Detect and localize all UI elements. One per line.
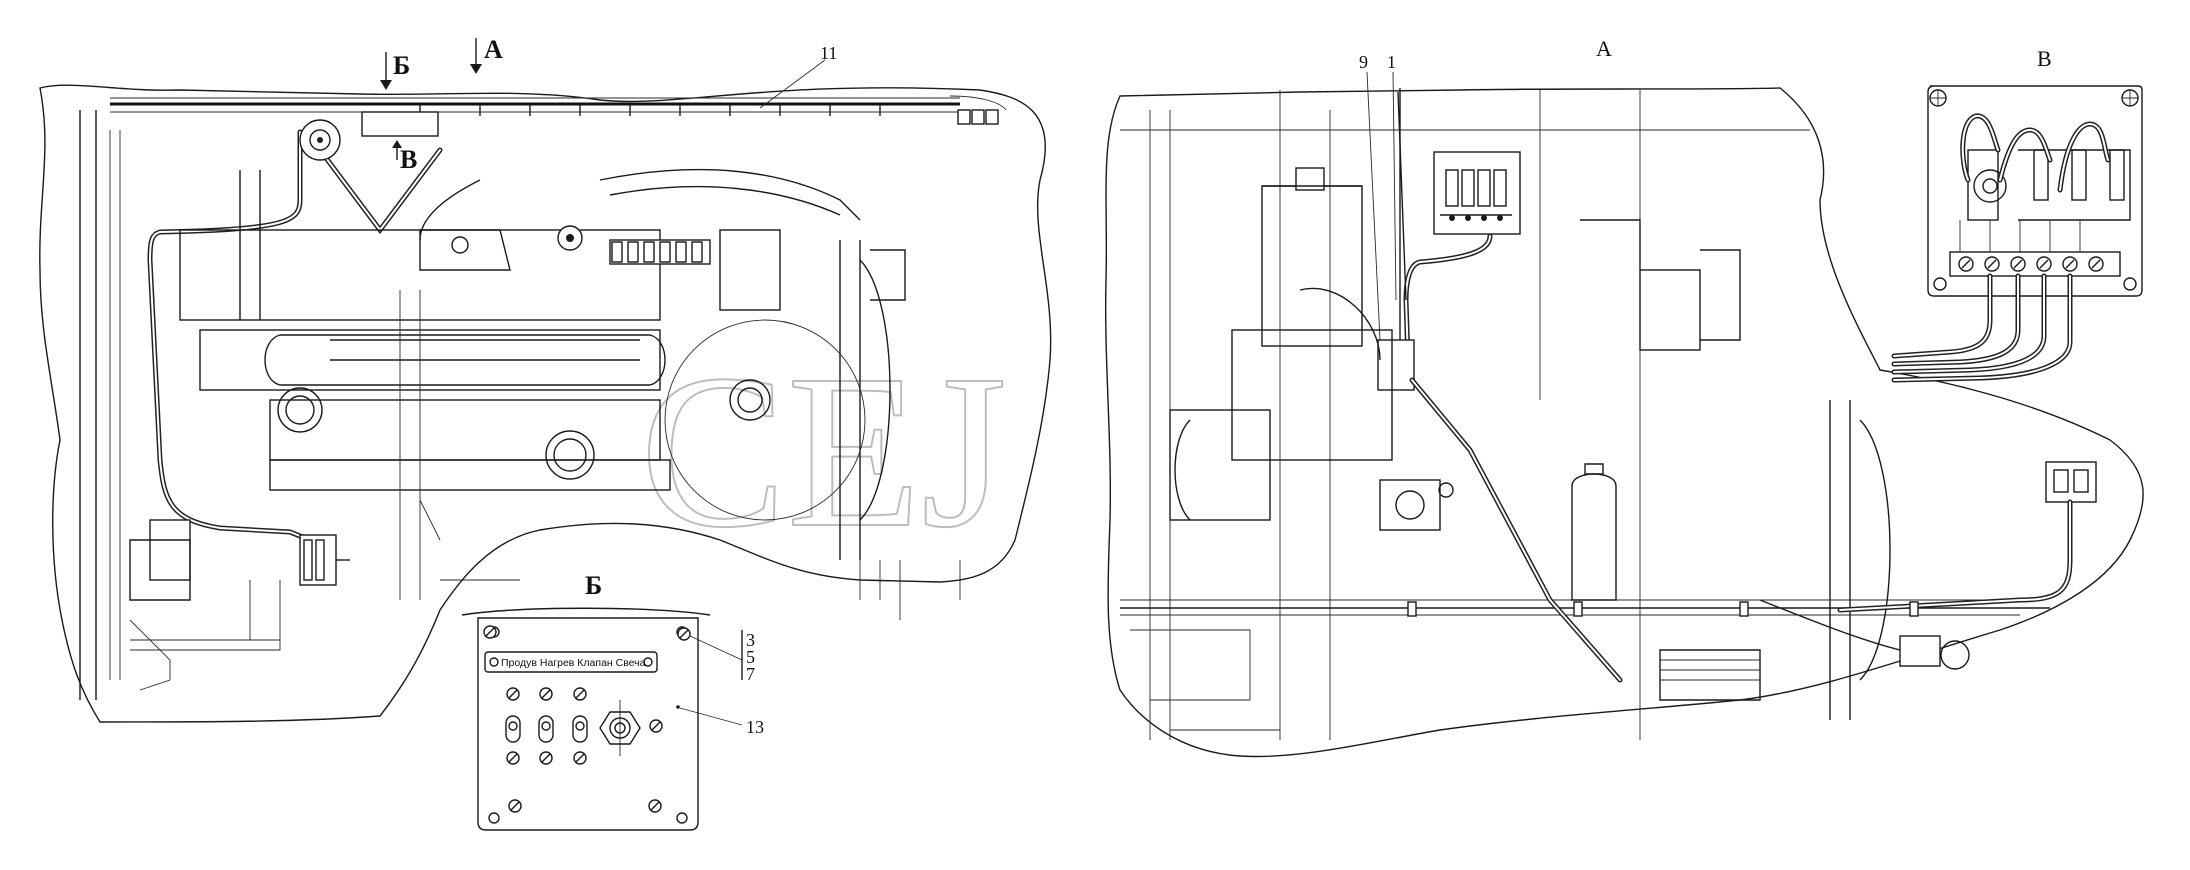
valve-cover [419,225,583,271]
callout-5-label: 5 [746,647,755,667]
starter [149,519,191,581]
left-engine-view [39,84,1052,723]
filter-left [277,387,323,433]
main-harness-a [1409,377,1623,683]
relay-terminals [1440,169,1512,221]
left-harness [147,129,313,543]
view-v-title: В [2037,46,2052,71]
device-9 [1377,339,1415,391]
fan-arc [859,259,891,521]
toggle-switch-produv[interactable] [505,715,521,743]
engine-block-mid [199,329,661,391]
exhaust-manifold [269,459,671,491]
radiator-edge [839,240,861,560]
b-box [361,111,439,137]
panel-top-edge [461,607,711,616]
relay-harness [1403,233,1493,363]
callout-7-label: 7 [746,664,755,684]
coolant-tank [1571,473,1617,601]
diag-harness [317,147,443,235]
rail-clips [1407,601,1919,617]
connector-group-bottom [299,534,350,586]
glow-plug-indicator [599,700,641,756]
top-connector-3 [985,109,999,125]
terminal-screws [1958,256,2104,272]
callout-11-label: 11 [820,43,837,63]
alternator-hub [729,379,771,421]
filter-housing [1261,185,1363,347]
harness-br [1837,499,2073,613]
hose-top [599,168,861,221]
view-v: В [1891,46,2143,383]
toggle-switch-klapan[interactable] [572,715,588,743]
screws-row-bottom [506,751,662,813]
turbo-housing [1639,269,1701,351]
watermark: CEJ [639,328,1008,574]
radiator-a [1829,400,1851,720]
hose-clamp [1899,635,1941,667]
starter-relay [1379,479,1441,531]
callout-13-label: 13 [746,717,764,737]
top-connector-1 [957,109,971,125]
callout-3-label: 3 [746,630,755,650]
arrow-v-label: В [400,145,417,174]
callout-11: 11 [759,43,837,109]
top-harness-end [949,95,1007,111]
arrow-a: А [470,35,503,74]
view-a-title: А [1596,36,1612,61]
injection-pump [1231,329,1393,461]
top-harness-edges [110,97,960,113]
label-plate [484,651,658,673]
oil-pan [1659,649,1761,701]
callout-1-label: 1 [1387,52,1396,72]
harness-clips-top [419,104,881,116]
panel-b-view: Б Продув Нагрев Клапан Свеча [461,571,764,831]
filter-cap [1295,167,1325,191]
panel-labels: Продув Нагрев Клапан Свеча [501,657,646,669]
arrow-a-label: А [484,35,503,64]
view-b-title: Б [585,571,602,600]
top-connector-2 [971,109,985,125]
injector-row [609,239,711,265]
panel-hole-br [676,812,688,824]
intake-manifold [269,399,661,461]
screws-row-top [506,687,587,701]
arrow-v: В [392,140,417,174]
callout-9-label: 9 [1359,52,1368,72]
turbo-ring [545,430,595,480]
flywheel [664,319,866,521]
arrow-b: Б [380,51,410,90]
left-view-outline [39,84,1052,723]
panel-hole-bl [488,812,500,824]
arrow-b-label: Б [393,51,410,80]
view-a-outline [1104,87,2144,758]
toggle-switch-nagrev[interactable] [538,715,554,743]
pipe-1 [264,334,666,386]
alternator [1169,409,1271,521]
watermark-text: CEJ [640,329,1007,573]
frame-detail [109,130,121,680]
view-a: А [1104,36,2144,758]
terminal-top-row [1967,149,2131,221]
